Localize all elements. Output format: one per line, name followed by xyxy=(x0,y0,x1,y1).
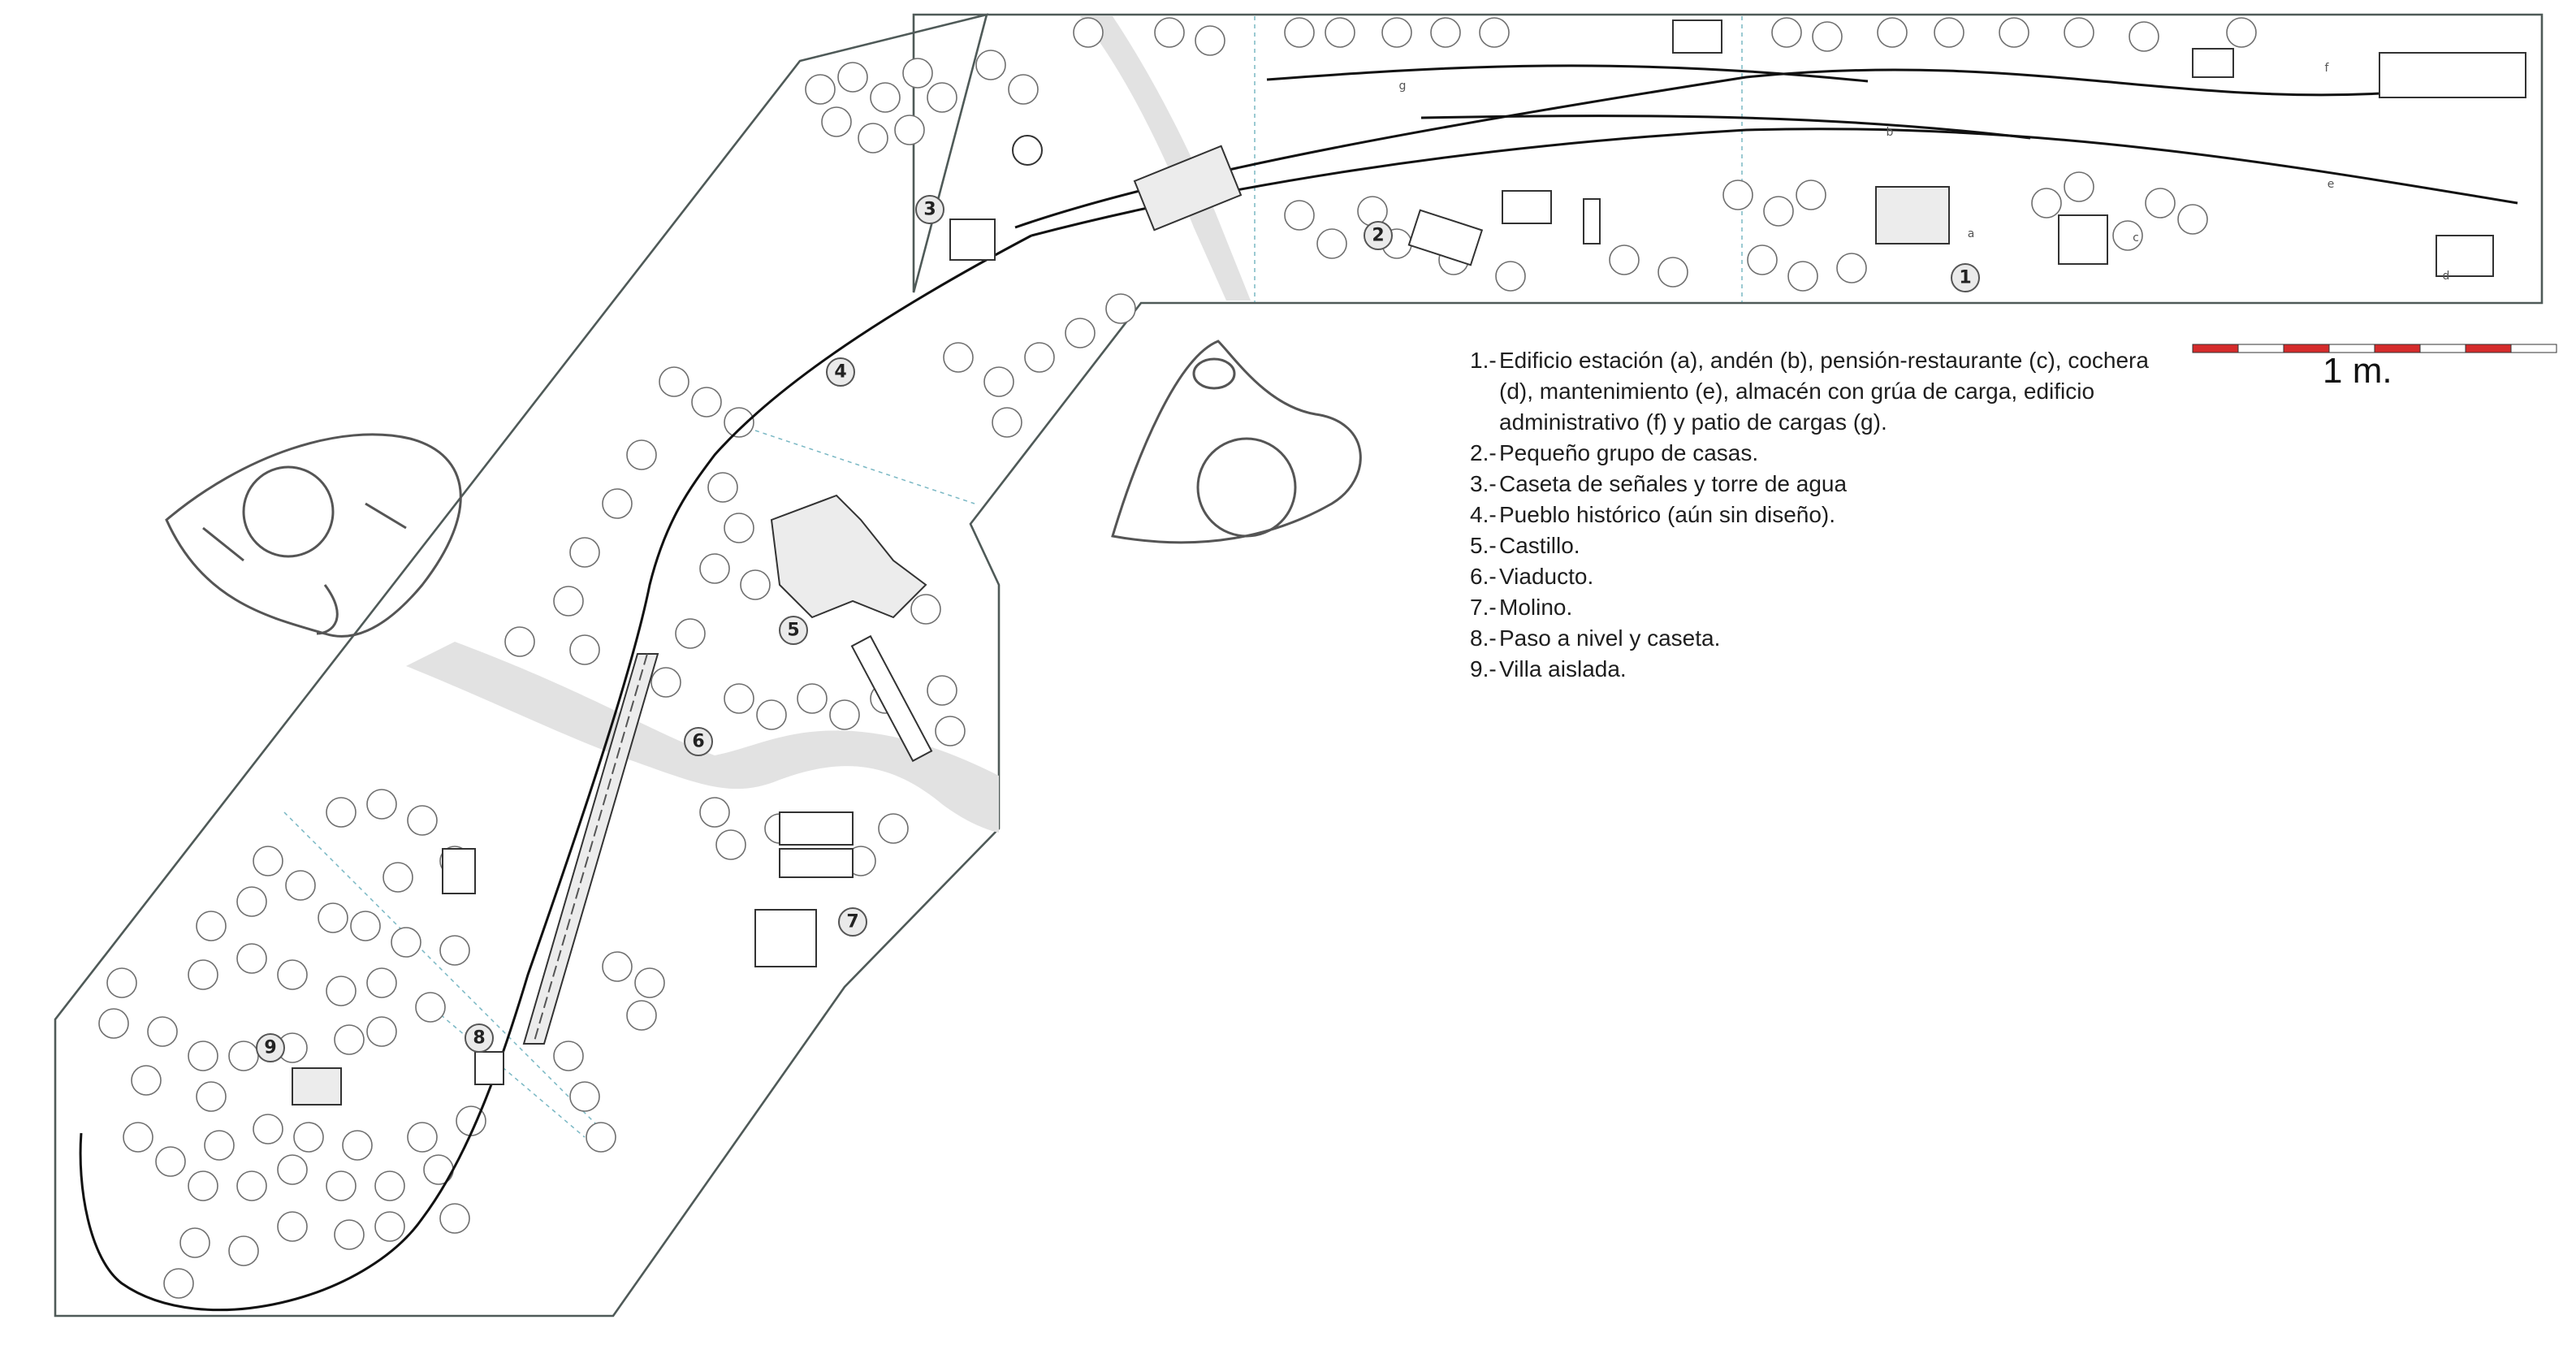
svg-text:6: 6 xyxy=(692,732,704,752)
svg-text:7: 7 xyxy=(846,912,858,932)
crossing-hut xyxy=(474,1051,504,1085)
zone-marker-5: 5 xyxy=(779,616,808,645)
svg-text:8: 8 xyxy=(473,1028,485,1049)
zone-marker-2: 2 xyxy=(1364,221,1393,250)
legend-number: 1.- xyxy=(1470,348,1497,373)
legend-text: Paso a nivel y caseta. xyxy=(1499,625,1721,651)
zone-markers: 1 2 3 4 5 6 7 8 9 xyxy=(256,195,1980,1062)
siding-1 xyxy=(1266,64,1869,83)
legend-text: Caseta de señales y torre de agua xyxy=(1499,471,1848,496)
road xyxy=(1080,16,1251,301)
depot-building xyxy=(1672,19,1722,54)
legend-text: Villa aislada. xyxy=(1499,656,1627,682)
zone-divider xyxy=(754,430,975,504)
station-letter-c: c xyxy=(2133,231,2139,244)
zone-marker-9: 9 xyxy=(256,1033,285,1062)
legend-item: 9.-Villa aislada. xyxy=(1470,654,2168,685)
legend-item: 7.-Molino. xyxy=(1470,592,2168,623)
legend-text: Viaducto. xyxy=(1499,564,1594,589)
zone-marker-6: 6 xyxy=(684,727,713,756)
house xyxy=(2192,48,2234,78)
water-tower xyxy=(1012,135,1043,166)
legend-number: 3.- xyxy=(1470,471,1497,496)
viaduct xyxy=(522,653,659,1045)
legend-item: 5.-Castillo. xyxy=(1470,530,2168,561)
legend-item: 1.-Edificio estación (a), andén (b), pen… xyxy=(1470,345,2168,438)
engine-shed xyxy=(2436,235,2494,277)
station-letters: a b c d e f g xyxy=(1399,62,2450,283)
zone-marker-4: 4 xyxy=(826,357,855,387)
legend-text: Pequeño grupo de casas. xyxy=(1499,440,1759,465)
legend-number: 9.- xyxy=(1470,656,1497,682)
scale-bar xyxy=(2192,344,2557,353)
road-bridge xyxy=(1133,145,1243,231)
branch-line xyxy=(79,234,1032,1312)
legend-number: 2.- xyxy=(1470,440,1497,465)
legend-list: 1.-Edificio estación (a), andén (b), pen… xyxy=(1470,345,2168,685)
legend-number: 6.- xyxy=(1470,564,1497,589)
legend-number: 4.- xyxy=(1470,502,1497,527)
station-letter-e: e xyxy=(2327,178,2335,191)
zone-marker-8: 8 xyxy=(465,1023,494,1053)
villa xyxy=(292,1067,342,1106)
house xyxy=(1583,198,1601,244)
siding-2 xyxy=(1420,115,2031,140)
river xyxy=(406,642,999,833)
station-building xyxy=(1875,186,1950,244)
signal-box xyxy=(949,219,996,261)
legend-item: 3.-Caseta de señales y torre de agua xyxy=(1470,469,2168,500)
legend-item: 6.-Viaducto. xyxy=(1470,561,2168,592)
svg-text:2: 2 xyxy=(1372,226,1384,246)
svg-text:4: 4 xyxy=(834,362,846,383)
loop-diagram-left xyxy=(165,433,462,638)
station-letter-f: f xyxy=(2325,62,2330,75)
svg-text:9: 9 xyxy=(264,1038,276,1058)
legend-text: Castillo. xyxy=(1499,533,1580,558)
buildings xyxy=(292,19,2526,1106)
castle-wall xyxy=(850,634,933,763)
station-letter-a: a xyxy=(1968,227,1975,240)
legend-number: 7.- xyxy=(1470,595,1497,620)
house xyxy=(1502,190,1552,224)
svg-text:1: 1 xyxy=(1959,268,1971,288)
house xyxy=(779,811,854,846)
track-plan xyxy=(79,64,2518,1312)
station-letter-b: b xyxy=(1887,126,1894,139)
legend-number: 5.- xyxy=(1470,533,1497,558)
station-letter-d: d xyxy=(2443,270,2450,283)
admin-building xyxy=(2379,52,2526,98)
svg-text:5: 5 xyxy=(787,621,799,641)
house xyxy=(779,848,854,878)
legend-text: Molino. xyxy=(1499,595,1573,620)
scale-label: 1 m. xyxy=(2323,351,2392,391)
zone-marker-3: 3 xyxy=(915,195,944,224)
restaurant xyxy=(2058,214,2108,265)
house xyxy=(442,848,476,894)
legend-item: 4.-Pueblo histórico (aún sin diseño). xyxy=(1470,500,2168,530)
castle xyxy=(770,494,927,619)
zone-marker-1: 1 xyxy=(1951,263,1980,292)
legend-text: Pueblo histórico (aún sin diseño). xyxy=(1499,502,1836,527)
legend-number: 8.- xyxy=(1470,625,1497,651)
station-letter-g: g xyxy=(1399,80,1407,93)
house xyxy=(1407,209,1484,266)
loop-diagram-right xyxy=(1111,340,1362,544)
zone-marker-7: 7 xyxy=(838,907,867,937)
mill xyxy=(754,909,817,967)
zone-divider xyxy=(283,811,602,1130)
legend-item: 2.-Pequeño grupo de casas. xyxy=(1470,438,2168,469)
svg-text:3: 3 xyxy=(923,200,936,220)
legend-text: Edificio estación (a), andén (b), pensió… xyxy=(1499,348,2149,435)
legend-item: 8.-Paso a nivel y caseta. xyxy=(1470,623,2168,654)
